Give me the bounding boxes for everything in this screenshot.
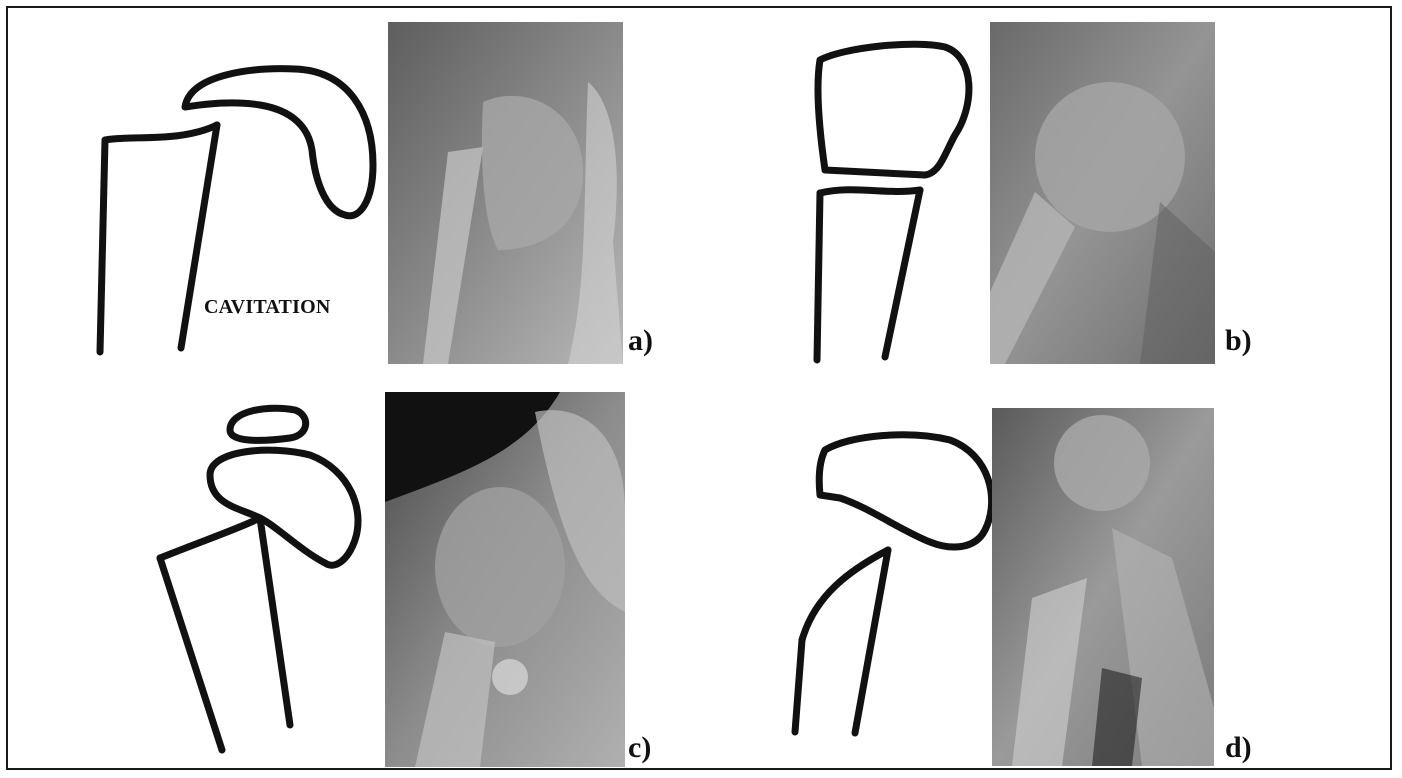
- panel-b-xray: [990, 22, 1215, 364]
- panel-d-sketch: [790, 420, 1000, 740]
- panel-d-xray: [992, 408, 1214, 766]
- panel-b-sketch: [805, 35, 985, 365]
- panel-c-head-outline: [210, 450, 358, 565]
- panel-a-label: a): [628, 326, 653, 356]
- panel-c-shaft-top: [160, 518, 260, 558]
- panel-d-label: d): [1225, 733, 1252, 763]
- panel-a-xray: [388, 22, 623, 364]
- panel-b-shaft-top: [820, 190, 920, 193]
- cavitation-label: CAVITATION: [204, 296, 330, 319]
- panel-c-fragment: [230, 408, 306, 440]
- panel-c-sketch: [150, 400, 370, 755]
- panel-c-shaft-left: [160, 558, 222, 750]
- panel-d-head-outline: [819, 435, 991, 547]
- panel-c-label: c): [628, 733, 651, 763]
- panel-a-shaft-left: [100, 140, 105, 352]
- panel-d-shaft-left: [795, 640, 802, 732]
- panel-b-head-outline: [818, 44, 969, 175]
- panel-c-shaft-right: [260, 518, 290, 725]
- panel-b-label: b): [1225, 326, 1252, 356]
- panel-c-xray: [385, 392, 625, 767]
- panel-b-shaft-right: [885, 190, 920, 357]
- panel-b-shaft-left: [817, 193, 820, 360]
- panel-a-shaft-top: [105, 125, 217, 140]
- panel-d-shaft-right: [855, 550, 888, 733]
